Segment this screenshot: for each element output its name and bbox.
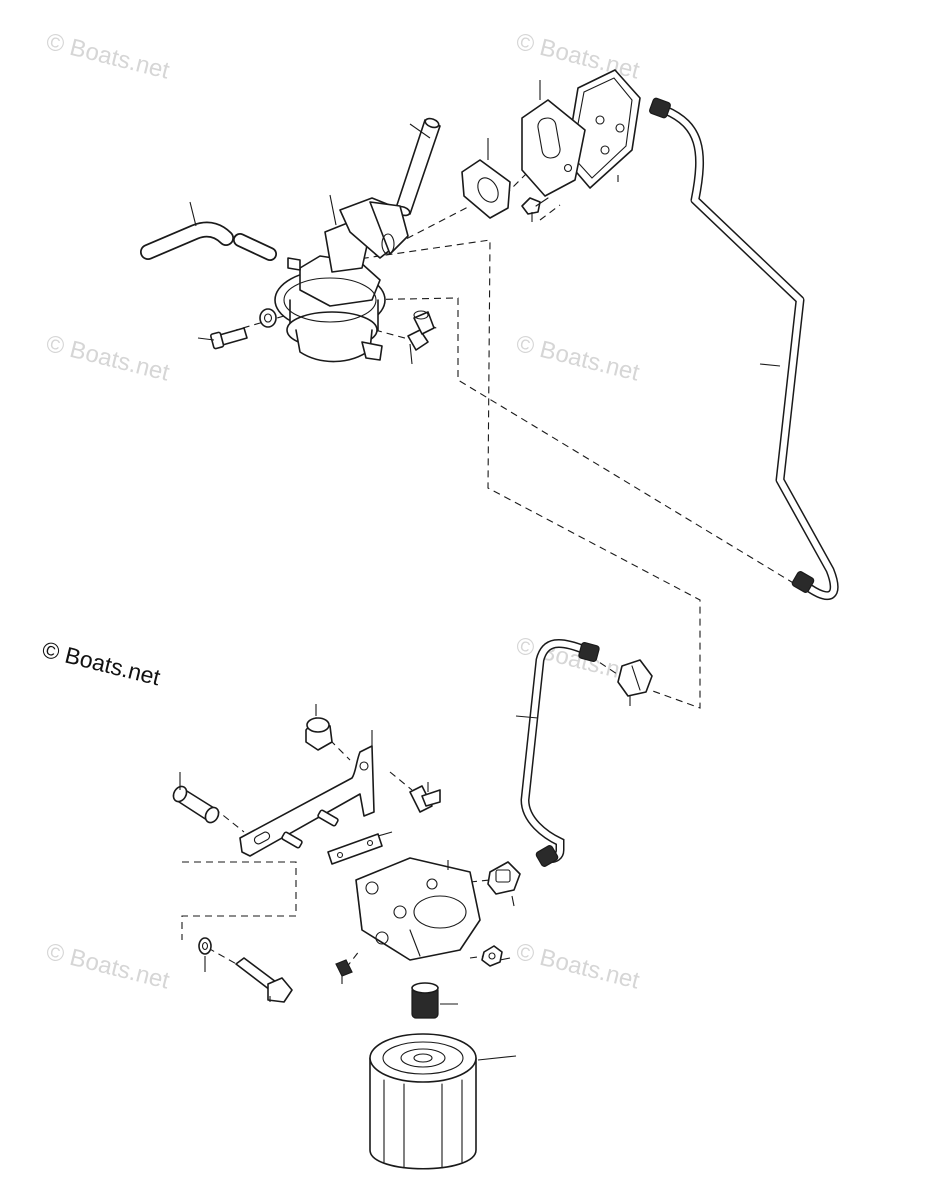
leader-lines	[179, 80, 781, 1061]
fuel-line-hose	[140, 221, 277, 261]
base-fitting	[487, 861, 521, 895]
long-bolt	[235, 957, 293, 1003]
filter-adapter	[411, 982, 439, 1019]
adapter-nipple	[617, 659, 653, 697]
fuel-pump	[274, 197, 409, 363]
assembly-dashed-lines	[181, 159, 796, 969]
bracket-bolt	[409, 785, 441, 813]
filter-base	[355, 857, 481, 961]
fuel-filter	[369, 1033, 477, 1170]
washer	[198, 937, 212, 955]
mounting-plate	[521, 99, 586, 197]
elbow-fitting	[407, 310, 435, 351]
bolt-small	[521, 197, 549, 215]
filter-bracket	[239, 745, 375, 857]
stud	[281, 809, 339, 849]
spacer-upper	[305, 717, 333, 751]
vent-hose	[395, 117, 441, 217]
fuel-line-upper	[649, 97, 839, 601]
fuel-line-lower	[520, 638, 600, 867]
nut	[481, 945, 503, 967]
set-screw	[335, 959, 353, 977]
clamp-plate	[327, 833, 383, 865]
spacer-left	[172, 785, 220, 824]
pump-bolt	[210, 308, 277, 350]
gasket	[461, 159, 511, 219]
